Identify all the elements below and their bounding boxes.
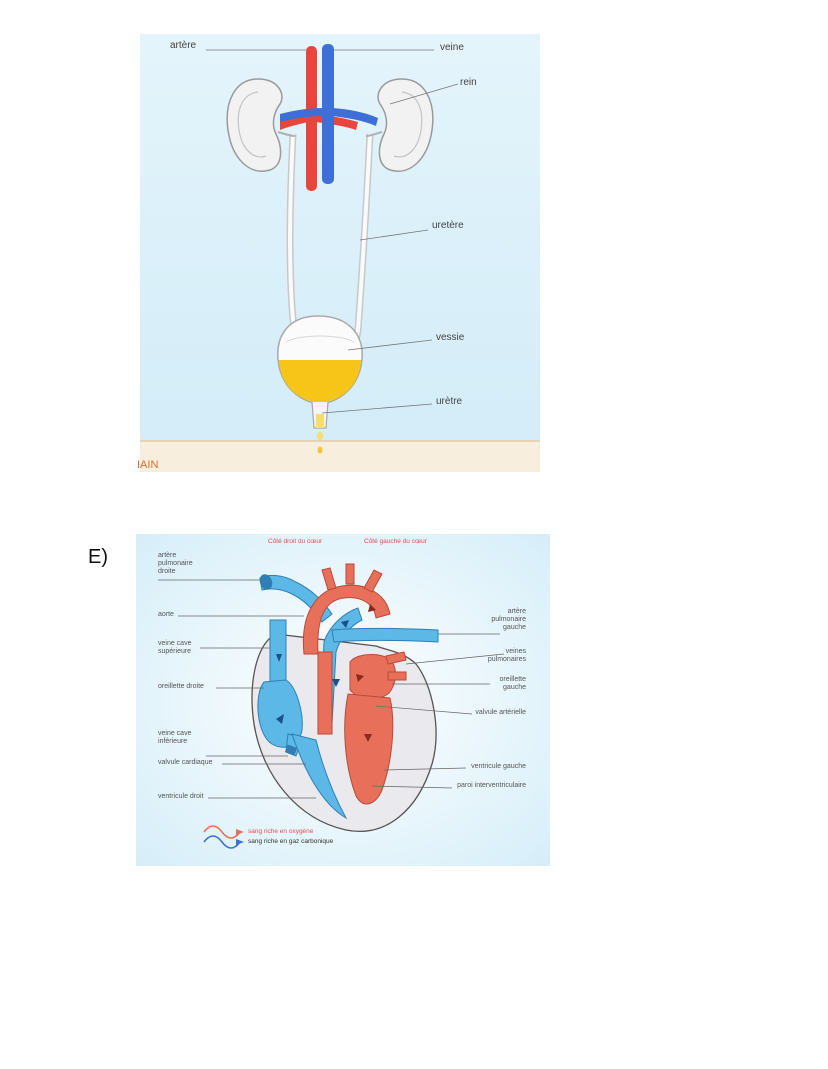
question-letter: E) — [88, 546, 108, 568]
left-kidney — [226, 78, 296, 172]
label-veines-pulmonaires: veines pulmonaires — [488, 648, 526, 664]
cropped-corner-text: IAIN — [137, 459, 159, 471]
label-line: gauche — [503, 684, 526, 692]
label-line: artère — [507, 608, 526, 615]
label-valvule-cardiaque: valvule cardiaque — [158, 759, 213, 766]
label-line: pulmonaires — [487, 656, 526, 664]
heart-figure: Côté droit du cœur Côté gauche du cœur a… — [136, 534, 550, 866]
label-valvule-arterielle: valvule artérielle — [475, 709, 526, 716]
label-uretre: urètre — [436, 396, 463, 407]
heart-diagram — [136, 534, 550, 866]
legend-co2-rich: sang riche en gaz carbonique — [248, 838, 334, 845]
urinary-system-figure: artère veine rein uretère vessie urètre — [140, 34, 540, 472]
label-line: inférieure — [158, 738, 188, 746]
label-oreillette-droite: oreillette droite — [158, 683, 204, 690]
label-line: veine cave — [158, 730, 192, 737]
label-line: gauche — [503, 624, 526, 632]
label-line: veines — [505, 648, 526, 655]
label-rein: rein — [460, 77, 477, 88]
label-artere: artère — [170, 40, 197, 51]
legend-swatch-oxygen — [203, 825, 241, 839]
label-veine-cave-superieure: veine cave supérieure — [158, 640, 191, 656]
label-veine-cave-inferieure: veine cave inférieure — [158, 730, 191, 746]
flow-arrows — [276, 620, 349, 724]
left-heart-red — [302, 563, 407, 805]
label-line: supérieure — [158, 648, 192, 656]
label-ventricule-gauche: ventricule gauche — [471, 763, 526, 770]
label-paroi-interventriculaire: paroi interventriculaire — [457, 782, 526, 789]
label-line: pulmonaire — [491, 616, 526, 624]
label-vessie: vessie — [436, 332, 465, 343]
label-line: pulmonaire — [158, 560, 193, 568]
header-right-side: Côté droit du cœur — [268, 538, 323, 545]
label-line: artère — [158, 552, 177, 559]
header-left-side: Côté gauche du cœur — [364, 538, 427, 545]
urinary-diagram — [140, 34, 540, 472]
label-oreillette-gauche: oreillette gauche — [500, 676, 526, 692]
label-line: droite — [158, 568, 176, 576]
vena-cava-vein — [280, 44, 378, 184]
label-veine: veine — [440, 42, 464, 53]
label-artere-pulmonaire-droite: artère pulmonaire droite — [158, 552, 193, 576]
label-ventricule-droit: ventricule droit — [158, 793, 204, 800]
label-aorte: aorte — [158, 611, 174, 618]
label-uretere: uretère — [432, 220, 464, 231]
legend-oxygen-rich: sang riche en oxygène — [248, 828, 314, 835]
label-line: veine cave — [158, 640, 192, 647]
label-line: oreillette — [499, 676, 526, 683]
legend-swatch-co2 — [203, 835, 241, 849]
label-artere-pulmonaire-gauche: artère pulmonaire gauche — [491, 608, 526, 632]
